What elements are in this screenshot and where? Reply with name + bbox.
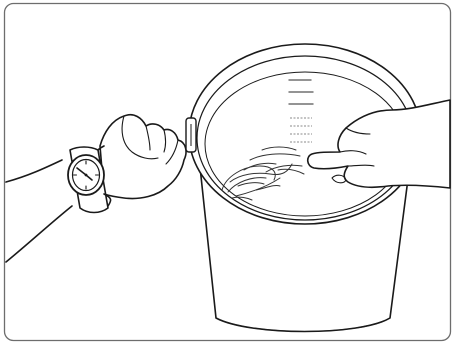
watch-pivot: [85, 174, 88, 177]
bucket: [186, 44, 421, 332]
